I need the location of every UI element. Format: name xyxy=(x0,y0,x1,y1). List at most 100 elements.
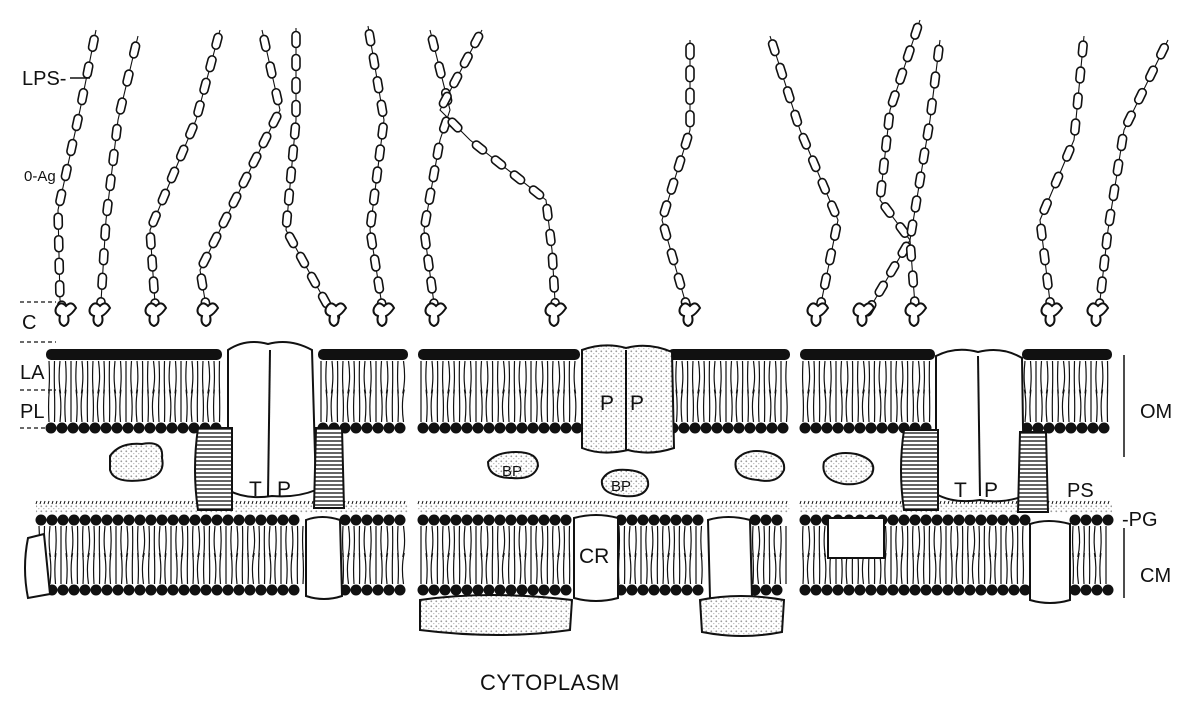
lps-chain-12-sugar xyxy=(923,123,934,140)
lps-chain-4-sugar xyxy=(258,131,272,149)
hatched-protein-left xyxy=(195,428,232,510)
cm-segment-6-head xyxy=(877,585,888,596)
om-segment-2-lps-bar xyxy=(318,349,408,360)
lps-chain-8-sugar xyxy=(438,91,453,109)
cm-segment-1-head xyxy=(146,585,157,596)
cm-segment-4-head xyxy=(649,515,660,526)
cm-segment-3-head xyxy=(462,585,473,596)
lps-chain-6-sugar xyxy=(372,167,382,184)
cm-protein-edge xyxy=(25,534,50,598)
cm-segment-6-head xyxy=(910,585,921,596)
cm-segment-2-head xyxy=(395,585,406,596)
cm-segment-1-head xyxy=(58,515,69,526)
cm-segment-1-head xyxy=(113,515,124,526)
cm-segment-6-head xyxy=(811,515,822,526)
lps-chain-11-sugar xyxy=(902,45,915,63)
lps-chain-1-sugar xyxy=(88,35,99,52)
cm-segment-4-head xyxy=(649,585,660,596)
om-segment-3-head xyxy=(418,423,429,434)
cm-segment-6-head xyxy=(965,515,976,526)
om-segment-5-head xyxy=(811,423,822,434)
lps-chain-13 xyxy=(1037,36,1088,326)
om-segment-1-lps-bar xyxy=(46,349,222,360)
lps-chain-8-sugar xyxy=(469,31,484,49)
om-segment-5-head xyxy=(800,423,811,434)
lps-chain-7-sugar xyxy=(433,143,444,160)
lps-chain-12-sugar xyxy=(906,245,915,262)
lps-chain-9-sugar xyxy=(686,66,694,82)
cm-segment-1-head xyxy=(234,515,245,526)
lps-chain-14-sugar xyxy=(1097,277,1107,294)
cm-segment-6-head xyxy=(921,515,932,526)
lps-chain-4-sugar xyxy=(271,88,282,105)
lps-chain-3-sugar xyxy=(148,210,162,228)
label-cytoplasmic-membrane: CM xyxy=(1140,565,1171,587)
cm-segment-6-head xyxy=(921,585,932,596)
lps-chain-3-sugar xyxy=(149,277,158,294)
cm-segment-5 xyxy=(750,515,787,596)
lps-chain-9-sugar xyxy=(680,132,692,150)
cm-segment-1-head xyxy=(190,515,201,526)
cm-segment-1-head xyxy=(179,585,190,596)
lps-chain-1-sugar xyxy=(56,281,64,297)
lps-chain-5-sugar xyxy=(282,211,291,228)
cm-segment-3-head xyxy=(528,585,539,596)
cm-segment-1-head xyxy=(267,515,278,526)
periplasmic-protein-1 xyxy=(110,443,163,481)
lps-chain-11-sugar xyxy=(887,90,900,108)
cm-segment-2-head xyxy=(384,515,395,526)
lps-chain-2-core xyxy=(90,303,111,326)
cm-segment-7-head xyxy=(1103,585,1114,596)
cm-segment-6-head xyxy=(833,585,844,596)
lps-chain-13-sugar xyxy=(1040,248,1050,265)
cm-segment-6-head xyxy=(932,585,943,596)
lps-chain-9-sugar xyxy=(659,223,671,241)
lps-chain-9-core xyxy=(680,303,701,326)
om-segment-1-head xyxy=(101,423,112,434)
cm-segment-7-head xyxy=(1092,515,1103,526)
lps-chain-3-sugar xyxy=(185,122,199,140)
cm-segment-3-head xyxy=(462,515,473,526)
lps-chain-4-sugar xyxy=(248,151,262,169)
cm-segment-4-head xyxy=(627,585,638,596)
lps-chain-1-core xyxy=(56,303,77,326)
om-segment-6-head xyxy=(1055,423,1066,434)
om-segment-2-head xyxy=(373,423,384,434)
label-o-antigen: 0-Ag xyxy=(24,168,56,185)
cm-segment-2-head xyxy=(395,515,406,526)
cm-segment-6-head xyxy=(976,585,987,596)
cm-segment-3-head xyxy=(440,585,451,596)
cm-segment-1-head xyxy=(289,515,300,526)
label-chemoreceptor: CR xyxy=(579,545,609,568)
lps-chain-14-sugar xyxy=(1099,255,1109,272)
lps-chain-9-sugar xyxy=(666,177,678,195)
cm-segment-1-head xyxy=(168,515,179,526)
lps-chain-8-sugar xyxy=(550,276,559,292)
lps-chain-8-sugar xyxy=(543,204,553,221)
om-segment-4-head xyxy=(756,423,767,434)
cm-segment-4-head xyxy=(671,585,682,596)
cm-segment-1-head xyxy=(223,585,234,596)
cm-protein-3 xyxy=(708,517,752,601)
lps-chain-11-sugar xyxy=(895,67,908,85)
lps-chain-2-sugar xyxy=(122,69,133,86)
om-segment-3-head xyxy=(495,423,506,434)
cm-segment-6-head xyxy=(866,585,877,596)
lps-chain-6-sugar xyxy=(365,29,376,46)
cm-segment-1-head xyxy=(80,585,91,596)
label-periplasmic-space: PS xyxy=(1067,480,1094,502)
lps-chain-3-sugar xyxy=(148,255,157,272)
lps-chain-2-sugar xyxy=(103,199,113,216)
lps-chain-11-sugar xyxy=(884,113,894,130)
lps-chain-10-sugar xyxy=(826,200,840,218)
cm-segment-3-head xyxy=(440,515,451,526)
cm-segment-1-head xyxy=(69,585,80,596)
cm-segment-3-head xyxy=(451,515,462,526)
pg-band-3 xyxy=(800,504,1112,513)
porin-protein xyxy=(582,345,674,452)
lps-chain-2-sugar xyxy=(98,273,107,289)
lps-chain-8-sugar xyxy=(448,71,463,89)
om-segment-2 xyxy=(318,349,409,434)
lps-chain-9-sugar xyxy=(686,111,694,127)
om-segment-5-head xyxy=(866,423,877,434)
